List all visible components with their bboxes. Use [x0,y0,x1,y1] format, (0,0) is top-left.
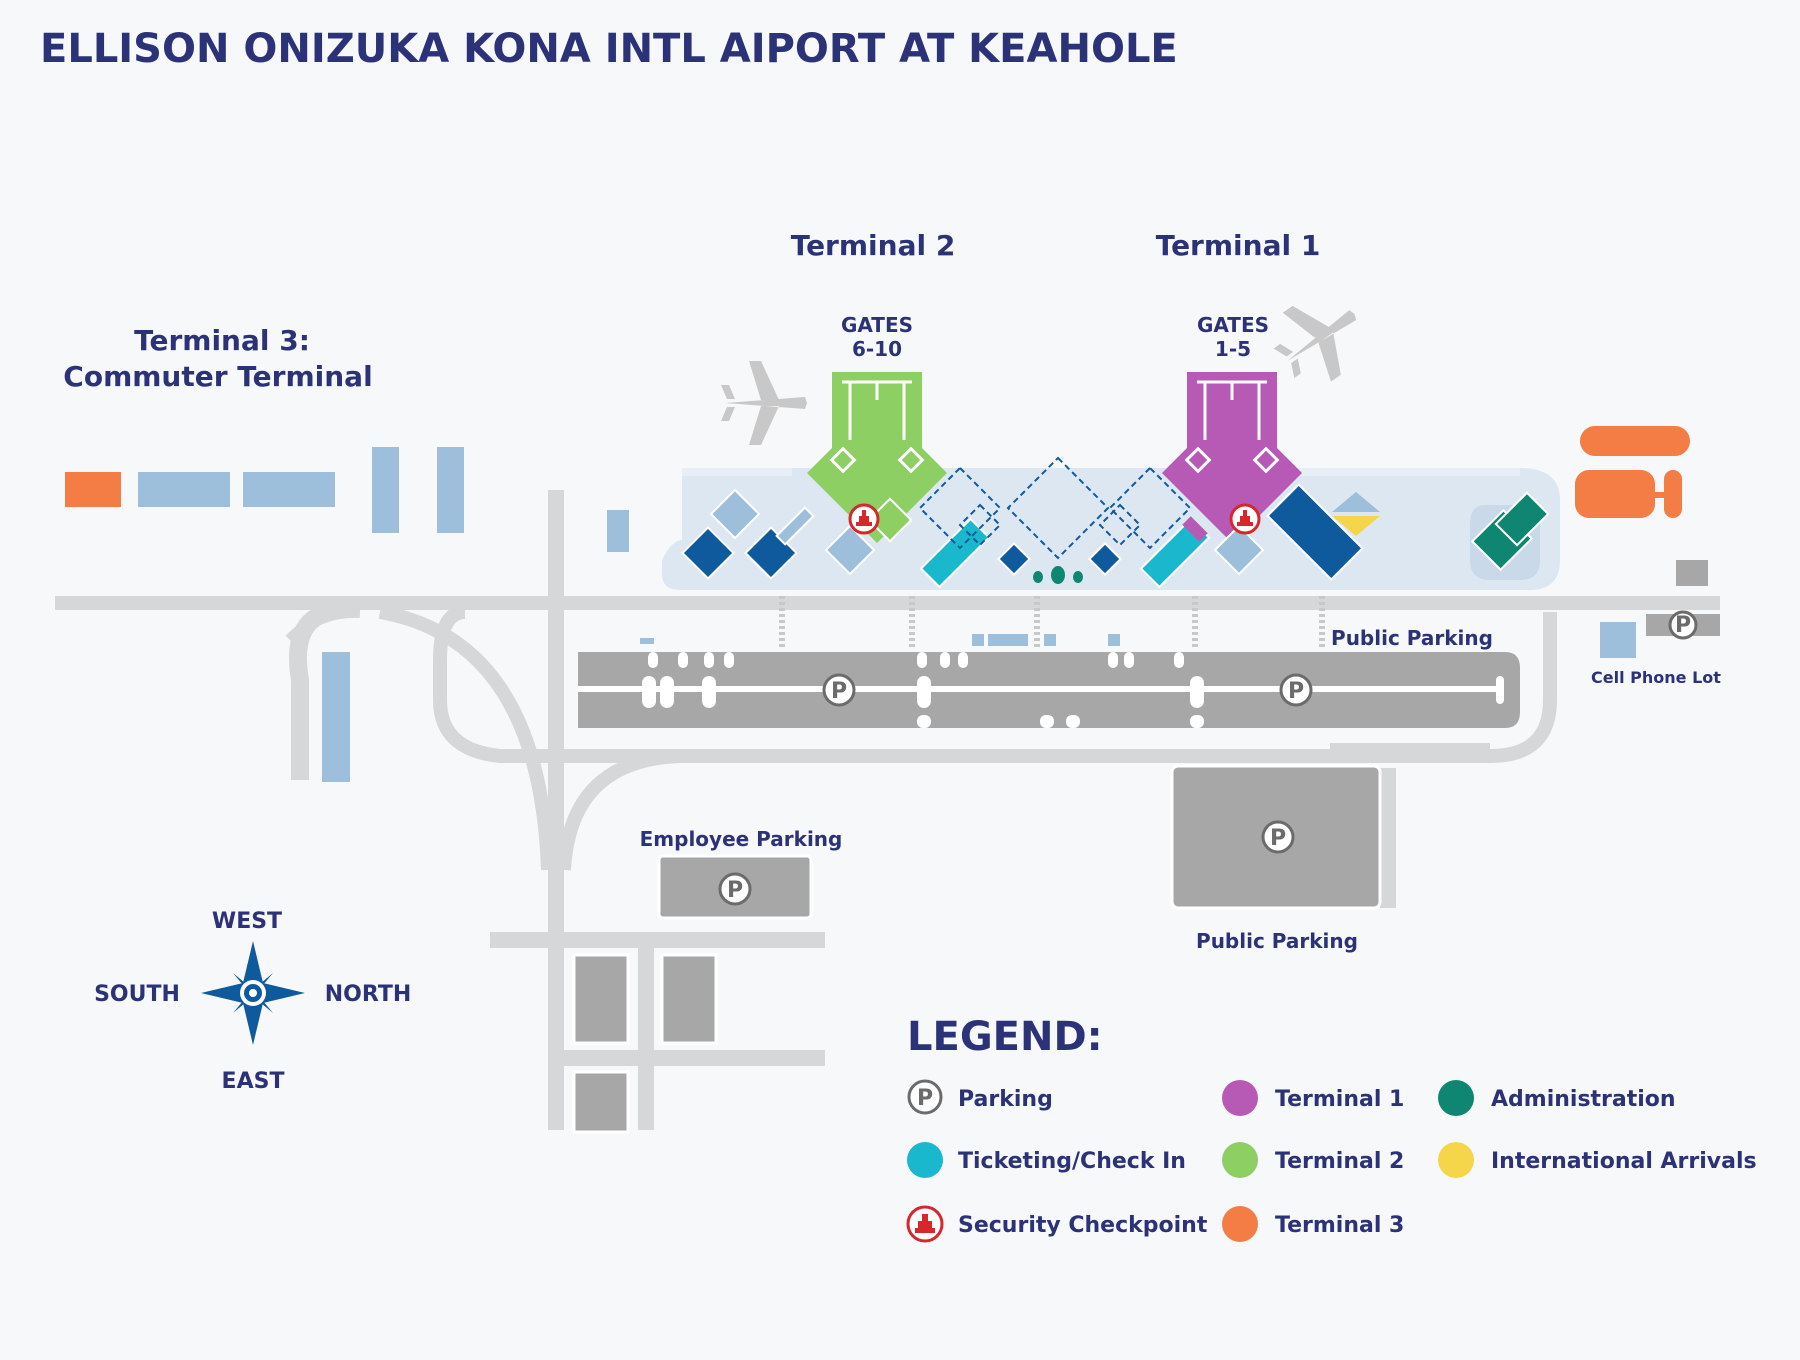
terminal-2-gates-range: 6-10 [852,337,902,361]
svg-text:P: P [917,1086,933,1111]
terminal-3-east-buildings[interactable] [1575,426,1690,518]
svg-text:Terminal 3: Terminal 3 [1275,1213,1404,1238]
parking-icon: P [1279,673,1313,707]
security-icon [848,503,880,535]
terminal-3-area [65,447,629,782]
public-parking-lot-south[interactable]: P [1170,764,1382,910]
parking-icon: P [1261,820,1295,854]
security-icon [1229,503,1261,535]
compass-icon [201,941,305,1045]
service-buildings [572,953,718,1134]
concourse-blocks [681,456,1364,589]
compass-east: EAST [222,1069,285,1094]
terminal-3-building[interactable] [65,472,121,507]
legend-item-terminal-3: Terminal 3 [1222,1206,1404,1242]
terminal-3-building-light-a [138,472,230,507]
small-building [607,510,629,552]
cell-phone-lot[interactable]: P [1600,560,1720,658]
airplane-icon-2 [1273,305,1357,382]
international-arrivals[interactable] [1332,492,1380,536]
terminal-1-title: Terminal 1 [1156,229,1321,262]
svg-text:International Arrivals: International Arrivals [1491,1149,1757,1174]
compass-west: WEST [212,909,282,934]
parking-icon: P [822,673,856,707]
terminal-2-gates-label: GATES [841,313,913,337]
employee-parking-label: Employee Parking [640,827,843,851]
terminal-2-title: Terminal 2 [791,229,956,262]
road-network [55,490,1720,1130]
security-icon [906,1205,944,1243]
legend: LEGEND: P Parking Ticketing/Check In Sec… [906,1014,1757,1243]
legend-item-ticketing: Ticketing/Check In [907,1142,1186,1178]
administration-swatch [1438,1080,1474,1116]
public-parking-label-top: Public Parking [1331,626,1493,650]
svg-text:Parking: Parking [958,1087,1053,1112]
terminal-3-building-light-b [243,472,335,507]
terminal-3-building-light-e [322,652,350,782]
airplane-icon [721,361,807,445]
terminal-1-building[interactable] [1162,372,1302,543]
compass-south: SOUTH [94,982,180,1007]
terminal-3-building-light-c [372,447,399,533]
cell-phone-lot-label: Cell Phone Lot [1591,668,1721,687]
legend-item-parking: P Parking [907,1079,1053,1115]
terminal-1-swatch [1222,1080,1258,1116]
public-parking-main[interactable] [578,634,1520,728]
svg-text:Security Checkpoint: Security Checkpoint [958,1213,1208,1238]
svg-text:Ticketing/Check In: Ticketing/Check In [958,1149,1186,1174]
svg-text:P: P [727,878,743,903]
terminal-1-gates-range: 1-5 [1215,337,1251,361]
ticketing-swatch [907,1142,943,1178]
crosswalks [779,596,1325,650]
legend-item-terminal-1: Terminal 1 [1222,1080,1404,1116]
legend-item-security: Security Checkpoint [906,1205,1208,1243]
terminal-3-title-line2: Commuter Terminal [63,360,372,393]
legend-title: LEGEND: [907,1014,1103,1060]
legend-item-administration: Administration [1438,1080,1676,1116]
svg-text:Administration: Administration [1491,1087,1676,1112]
svg-text:P: P [1288,679,1304,704]
terminal-1-gates-label: GATES [1197,313,1269,337]
svg-text:P: P [831,679,847,704]
international-arrivals-swatch [1438,1142,1474,1178]
parking-icon: P [1668,610,1698,640]
compass-north: NORTH [325,982,412,1007]
page-title: ELLISON ONIZUKA KONA INTL AIPORT AT KEAH… [40,26,1178,72]
legend-item-international-arrivals: International Arrivals [1438,1142,1757,1178]
svg-text:Terminal 1: Terminal 1 [1275,1087,1404,1112]
svg-text:P: P [1270,826,1286,851]
svg-text:P: P [1675,613,1691,638]
terminal-2-swatch [1222,1142,1258,1178]
compass-rose: WEST SOUTH NORTH EAST [94,909,411,1094]
terminal-3-swatch [1222,1206,1258,1242]
terminal-3-building-light-d [437,447,464,533]
parking-icon: P [718,872,752,906]
public-parking-label-bottom: Public Parking [1196,929,1358,953]
administration-building[interactable] [1470,491,1550,572]
svg-text:Terminal 2: Terminal 2 [1275,1149,1404,1174]
parking-icon: P [907,1079,943,1115]
terminal-3-title-line1: Terminal 3: [134,324,310,357]
legend-item-terminal-2: Terminal 2 [1222,1142,1404,1178]
terminal-2-building[interactable] [807,372,947,543]
employee-parking-lot[interactable]: P [657,854,813,920]
